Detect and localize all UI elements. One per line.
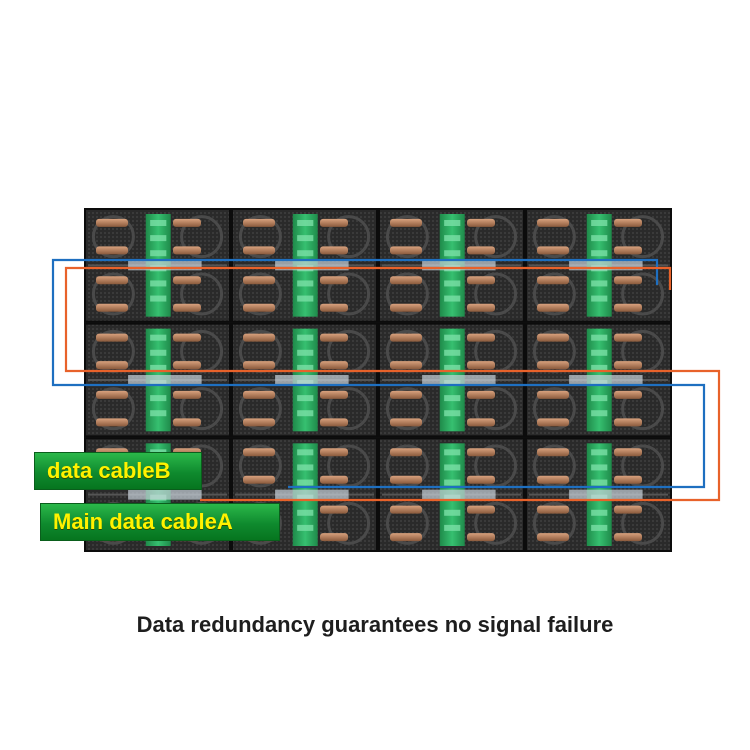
led-panel	[231, 322, 378, 438]
main-data-cable-a-label: Main data cableA	[40, 503, 280, 541]
caption: Data redundancy guarantees no signal fai…	[136, 612, 614, 637]
led-panel	[525, 322, 672, 438]
led-panel	[231, 208, 378, 323]
main-data-cable-a-text: Main data cableA	[53, 509, 233, 534]
led-panel	[378, 437, 525, 553]
data-cable-b-text: data cableB	[47, 458, 171, 483]
led-panel	[84, 208, 231, 323]
cable-paths	[51, 258, 721, 502]
led-panel	[84, 322, 231, 438]
data-cable-b-path	[64, 266, 721, 502]
led-panel	[525, 437, 672, 553]
led-panel	[231, 437, 378, 553]
led-panel	[525, 208, 672, 323]
data-cable-b-label: data cableB	[34, 452, 202, 490]
led-panel	[378, 208, 525, 323]
main-data-cable-a-path	[51, 258, 706, 489]
led-panel	[378, 322, 525, 438]
